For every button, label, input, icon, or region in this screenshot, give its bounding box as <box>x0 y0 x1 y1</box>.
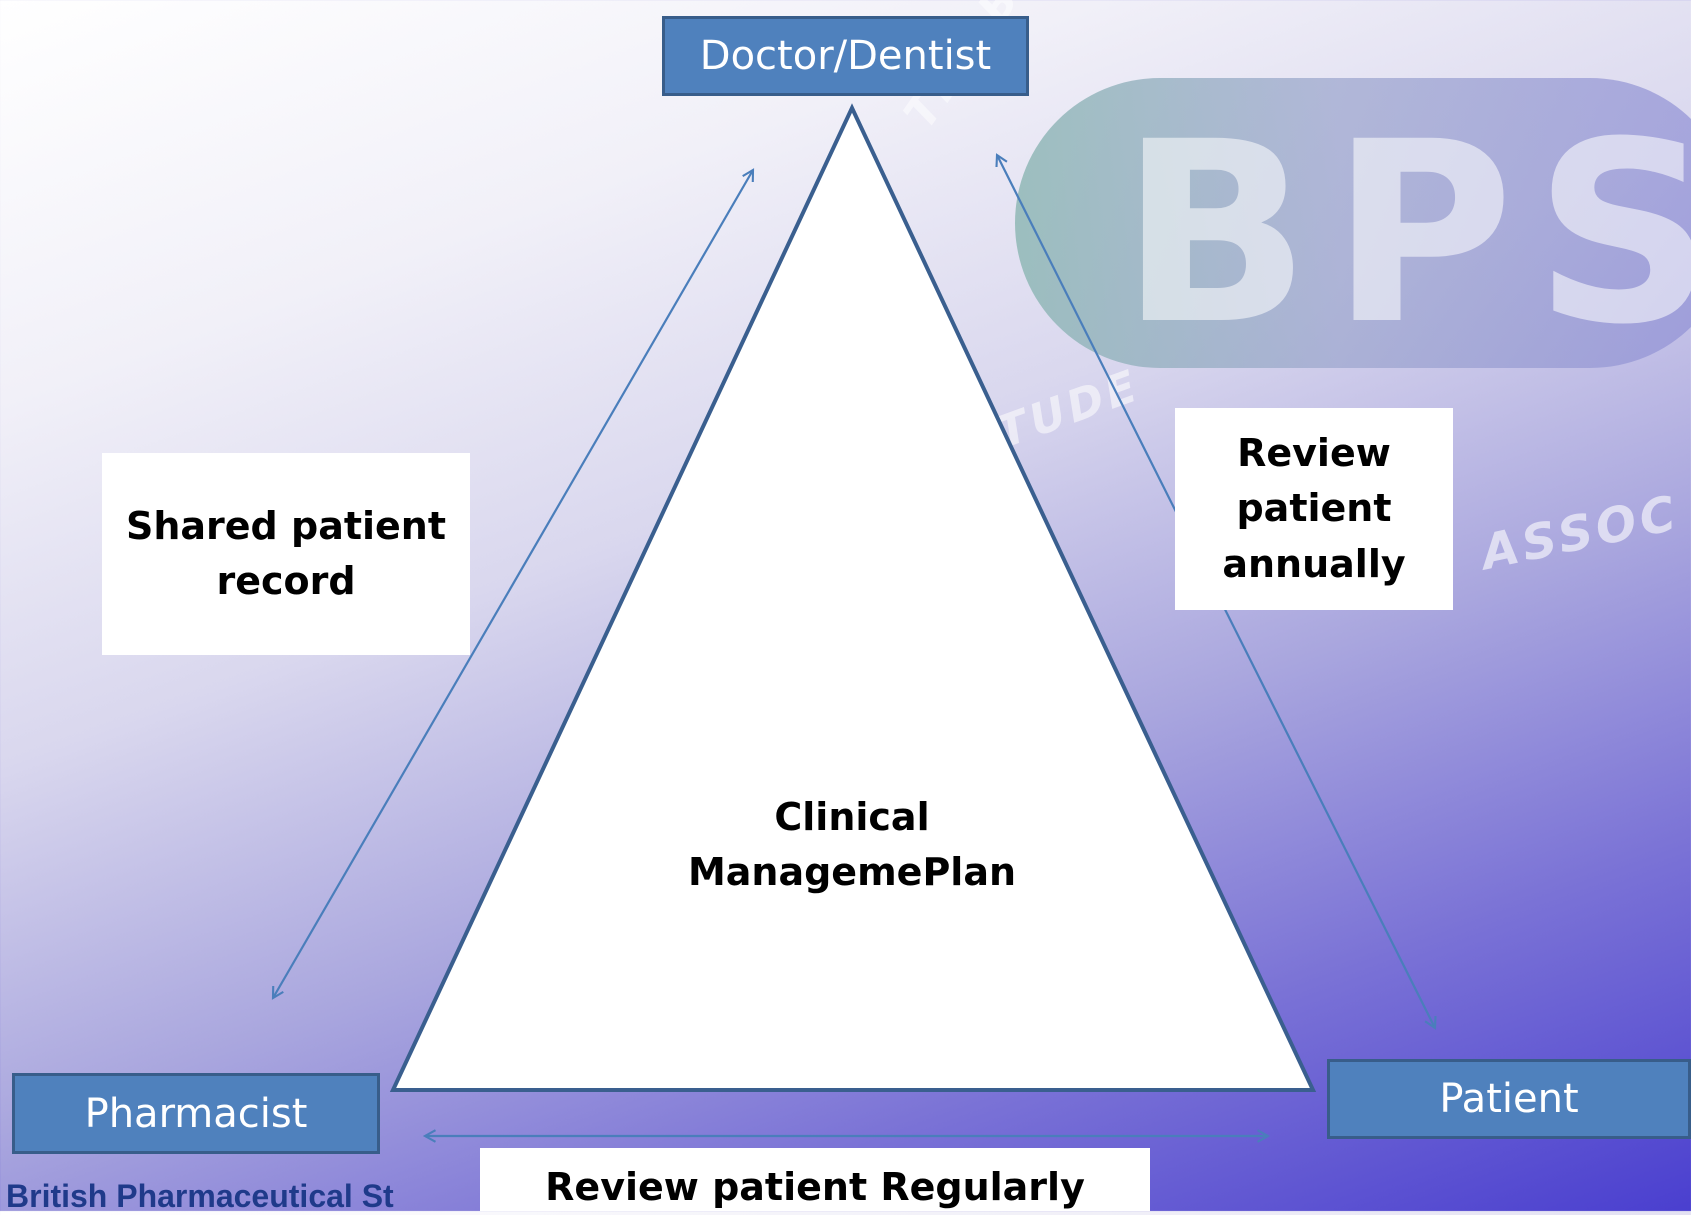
node-doctor-dentist: Doctor/Dentist <box>662 16 1029 96</box>
center-label-clinical-plan: Clinical ManagemePlan <box>687 795 1017 895</box>
node-pharmacist: Pharmacist <box>12 1073 380 1154</box>
footer-organization: British Pharmaceutical St <box>6 1178 394 1211</box>
label-review-regularly: Review patient Regularly <box>480 1148 1150 1211</box>
node-patient: Patient <box>1327 1059 1691 1139</box>
label-review-annually: Review patient annually <box>1175 408 1453 610</box>
label-shared-patient-record: Shared patient record <box>102 453 470 655</box>
arrow-doctor-pharmacist <box>271 168 755 1000</box>
